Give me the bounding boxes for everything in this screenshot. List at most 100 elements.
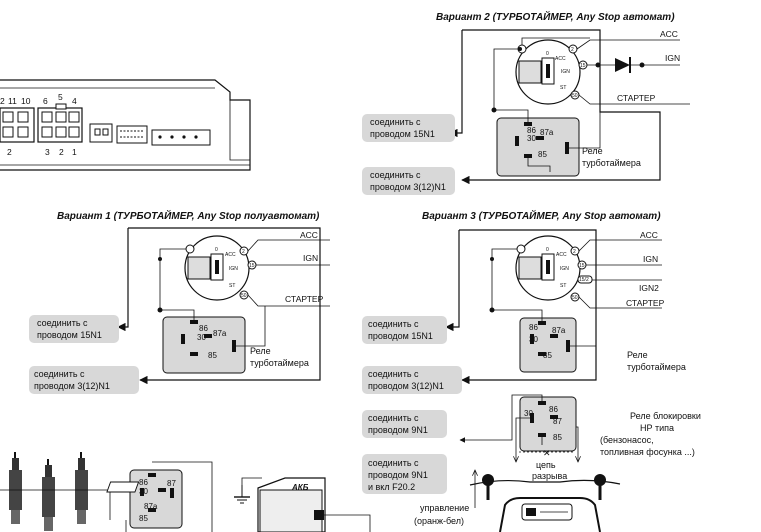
pin-label: 10 bbox=[21, 96, 31, 106]
wire-starter-label: СТАРТЕР bbox=[626, 298, 665, 308]
term-15-2: 15/2 bbox=[579, 277, 589, 283]
svg-text:соединить с: соединить с bbox=[368, 413, 419, 423]
svg-text:проводом 3(12)N1: проводом 3(12)N1 bbox=[368, 381, 444, 391]
v3-label-9n1-f20: соединить с проводом 9N1 и вкл F20.2 bbox=[362, 454, 447, 494]
v3-label-9n1: соединить с проводом 9N1 bbox=[362, 410, 447, 438]
control-color-label: (оранж-бел) bbox=[414, 516, 464, 526]
relay-pin-30: 30 bbox=[524, 409, 533, 418]
bottom-relay: 86 30 87 87a 85 bbox=[125, 461, 213, 532]
term-15: 15 bbox=[249, 263, 255, 269]
ign-pin-st: ST bbox=[229, 283, 235, 289]
wire-ign-label: IGN bbox=[303, 253, 318, 263]
variant-2-title: Вариант 2 (ТУРБОТАЙМЕР, Any Stop автомат… bbox=[436, 10, 675, 23]
relay-pin-85: 85 bbox=[543, 351, 552, 360]
relay-label-2: турботаймера bbox=[627, 362, 686, 372]
svg-text:проводом 3(12)N1: проводом 3(12)N1 bbox=[370, 182, 446, 192]
wire-starter-label: СТАРТЕР bbox=[617, 93, 656, 103]
term-2: 2 bbox=[242, 249, 245, 255]
pin-label: 2 bbox=[7, 147, 12, 157]
svg-text:соединить с: соединить с bbox=[370, 170, 421, 180]
relay-pin-85: 85 bbox=[553, 433, 562, 442]
relay-pin-86: 86 bbox=[529, 323, 538, 332]
wire-ign2-label: IGN2 bbox=[639, 283, 659, 293]
autostart-module bbox=[469, 474, 621, 532]
svg-text:проводом 15N1: проводом 15N1 bbox=[37, 330, 102, 340]
svg-text:соединить с: соединить с bbox=[37, 318, 88, 328]
term-15: 15 bbox=[579, 263, 585, 269]
fuel-injectors bbox=[0, 452, 111, 531]
pin-label: 4 bbox=[72, 96, 77, 106]
relay-pin-30: 30 bbox=[197, 333, 206, 342]
pin-label: 1 bbox=[72, 147, 77, 157]
break-label-1: цепь bbox=[536, 460, 556, 470]
wire-ign-label: IGN bbox=[665, 53, 680, 63]
relay-pin-87a: 87a bbox=[213, 329, 227, 338]
ground-symbol-icon bbox=[234, 477, 262, 504]
ign-pin-acc: ACC bbox=[225, 252, 236, 258]
svg-text:проводом 3(12)N1: проводом 3(12)N1 bbox=[34, 381, 110, 391]
relay-pin-85: 85 bbox=[139, 514, 148, 523]
variant-1-title: Вариант 1 (ТУРБОТАЙМЕР, Any Stop полуавт… bbox=[57, 209, 320, 222]
pin-label: 2 bbox=[59, 147, 64, 157]
relay-pin-30: 30 bbox=[527, 134, 536, 143]
diode-icon bbox=[615, 57, 645, 73]
relay-label-2: турботаймера bbox=[250, 358, 309, 368]
svg-text:и вкл F20.2: и вкл F20.2 bbox=[368, 482, 415, 492]
relay-pin-85: 85 bbox=[208, 351, 217, 360]
v2-label-312n1: соединить с проводом 3(12)N1 bbox=[362, 167, 455, 195]
pin-label: 5 bbox=[58, 92, 63, 102]
wire-acc-label: ACC bbox=[640, 230, 658, 240]
v3-label-15n1: соединить с проводом 15N1 bbox=[362, 316, 447, 344]
ign-pin-ign: IGN bbox=[229, 266, 238, 272]
ign-pin-acc: ACC bbox=[555, 56, 566, 62]
relay-label-1: Реле bbox=[627, 350, 648, 360]
term-50: 50 bbox=[241, 293, 247, 299]
relay-pin-86: 86 bbox=[549, 405, 558, 414]
variant-1-diagram: Вариант 1 (ТУРБОТАЙМЕР, Any Stop полуавт… bbox=[29, 209, 330, 394]
connector-c bbox=[89, 123, 113, 143]
term-2: 2 bbox=[573, 249, 576, 255]
relay-pin-87: 87 bbox=[167, 479, 176, 488]
block-relay-label-2: НР типа bbox=[640, 423, 674, 433]
relay-label-2: турботаймера bbox=[582, 158, 641, 168]
ign-pin-0: 0 bbox=[546, 51, 549, 57]
svg-text:соединить с: соединить с bbox=[368, 458, 419, 468]
connector-b bbox=[37, 103, 83, 143]
ignition-switch: 0 ACC IGN ST 2 15 50 bbox=[184, 235, 257, 301]
svg-text:проводом 9N1: проводом 9N1 bbox=[368, 425, 428, 435]
term-2: 2 bbox=[571, 47, 574, 53]
term-50: 50 bbox=[572, 295, 578, 301]
break-mark: ✕ bbox=[543, 448, 551, 458]
connector-e bbox=[151, 129, 211, 146]
block-relay-label-1: Реле блокировки bbox=[630, 411, 701, 421]
relay-pin-87: 87 bbox=[553, 417, 562, 426]
blocking-relay: 86 30 87 85 bbox=[519, 396, 577, 452]
pin-label: 2 bbox=[0, 96, 5, 106]
ign-pin-ign: IGN bbox=[561, 69, 570, 75]
turbo-relay: 86 30 87a 85 bbox=[162, 316, 246, 374]
v1-label-15n1: соединить с проводом 15N1 bbox=[29, 315, 119, 343]
variant-3-diagram: Вариант 3 (ТУРБОТАЙМЕР, Any Stop автомат… bbox=[362, 209, 701, 532]
control-label: управление bbox=[420, 503, 469, 513]
turbo-relay: 86 30 87a 85 bbox=[519, 317, 577, 373]
connector-a bbox=[0, 107, 35, 143]
v2-label-15n1: соединить с проводом 15N1 bbox=[362, 114, 455, 142]
relay-pin-86: 86 bbox=[139, 478, 148, 487]
term-15: 15 bbox=[580, 63, 586, 69]
v3-label-312n1: соединить с проводом 3(12)N1 bbox=[362, 366, 462, 394]
term-50: 50 bbox=[572, 93, 578, 99]
block-relay-label-4: топливная фосунка ...) bbox=[600, 447, 695, 457]
ignition-switch: 0 ACC IGN ST 2 15 50 bbox=[515, 39, 588, 105]
relay-pin-86: 86 bbox=[527, 126, 536, 135]
pin-label: 6 bbox=[43, 96, 48, 106]
relay-pin-86: 86 bbox=[199, 324, 208, 333]
relay-pin-87a: 87a bbox=[540, 128, 554, 137]
svg-text:соединить с: соединить с bbox=[368, 369, 419, 379]
wire-starter-label: СТАРТЕР bbox=[285, 294, 324, 304]
relay-pin-30: 30 bbox=[529, 335, 538, 344]
battery-label: АКБ bbox=[291, 483, 309, 492]
wire-acc-label: ACC bbox=[660, 29, 678, 39]
connector-d bbox=[116, 125, 148, 144]
block-relay-label-3: (бензонасос, bbox=[600, 435, 654, 445]
